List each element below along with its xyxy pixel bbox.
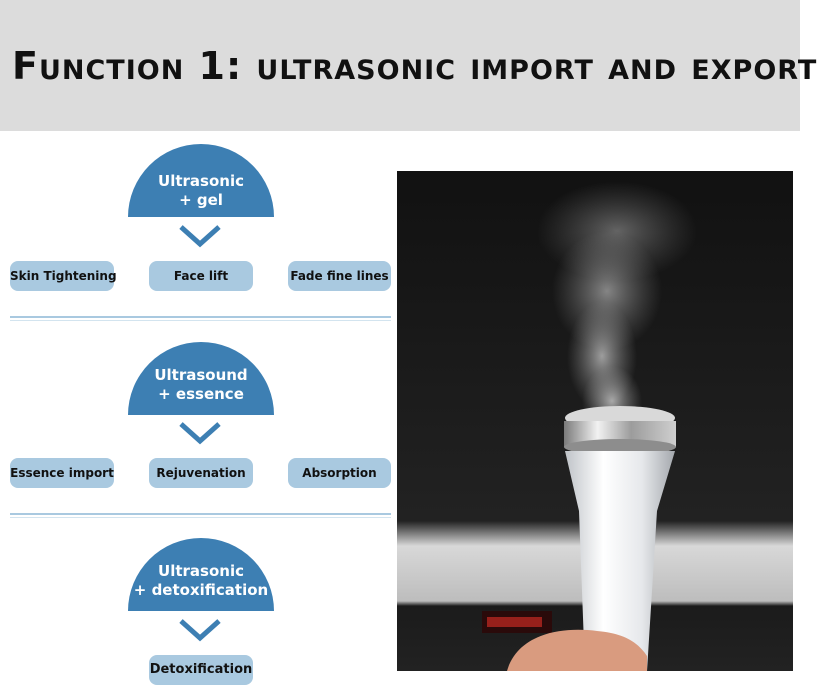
pill-rejuvenation: Rejuvenation <box>149 458 253 488</box>
step-1-dome-label: Ultrasonic + gel <box>158 172 244 209</box>
section-divider <box>10 513 391 518</box>
step-3-dome-label: Ultrasonic + detoxification <box>133 562 269 599</box>
page-title: Function 1: ultrasonic import and export <box>12 44 817 88</box>
device-photo <box>397 171 793 671</box>
step-1-dome: Ultrasonic + gel <box>128 144 274 217</box>
step-2-dome-label: Ultrasound + essence <box>154 366 248 403</box>
header-banner: Function 1: ultrasonic import and export <box>0 0 817 131</box>
pill-face-lift: Face lift <box>149 261 253 291</box>
pill-skin-tightening: Skin Tightening <box>10 261 117 291</box>
chevron-down-icon <box>179 422 221 445</box>
section-divider <box>10 316 391 321</box>
pill-fade-fine-lines: Fade fine lines <box>288 261 391 291</box>
chevron-down-icon <box>179 225 221 248</box>
pill-detoxification: Detoxification <box>149 655 253 685</box>
step-3-dome: Ultrasonic + detoxification <box>128 538 274 611</box>
ultrasonic-beauty-device-emitting-mist-icon <box>397 171 793 671</box>
chevron-down-icon <box>179 619 221 642</box>
step-2-dome: Ultrasound + essence <box>128 342 274 415</box>
pill-absorption: Absorption <box>288 458 391 488</box>
pill-essence-import: Essence import <box>10 458 114 488</box>
